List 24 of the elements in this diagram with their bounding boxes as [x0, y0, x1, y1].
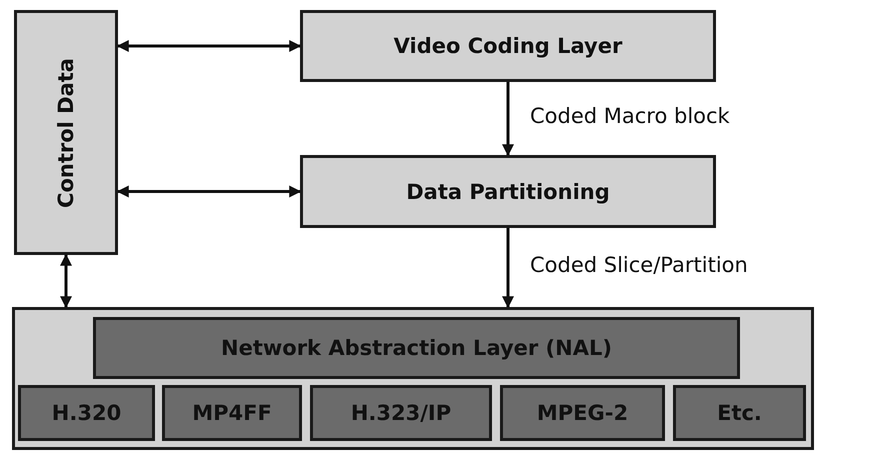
format-box — [18, 385, 155, 441]
process-box — [300, 10, 716, 82]
node-label: Control Data — [54, 58, 78, 208]
node-label: MPEG-2 — [536, 401, 628, 425]
node-label: H.320 — [52, 401, 122, 425]
node-label: Etc. — [717, 401, 762, 425]
format-box — [673, 385, 806, 441]
container-box — [12, 307, 814, 450]
layer-box — [93, 317, 740, 379]
node-label: H.323/IP — [350, 401, 452, 425]
format-box — [500, 385, 665, 441]
node-label: Video Coding Layer — [394, 34, 622, 58]
format-box — [162, 385, 302, 441]
arrow — [502, 82, 514, 156]
node-label: Network Abstraction Layer (NAL) — [221, 336, 612, 360]
format-box — [310, 385, 492, 441]
node-label: Data Partitioning — [406, 180, 610, 204]
arrow — [116, 186, 302, 198]
arrow — [60, 254, 72, 308]
arrow — [116, 40, 302, 52]
node-label: MP4FF — [192, 401, 272, 425]
control-box — [14, 10, 118, 255]
arrow — [502, 228, 514, 308]
process-box — [300, 155, 716, 228]
